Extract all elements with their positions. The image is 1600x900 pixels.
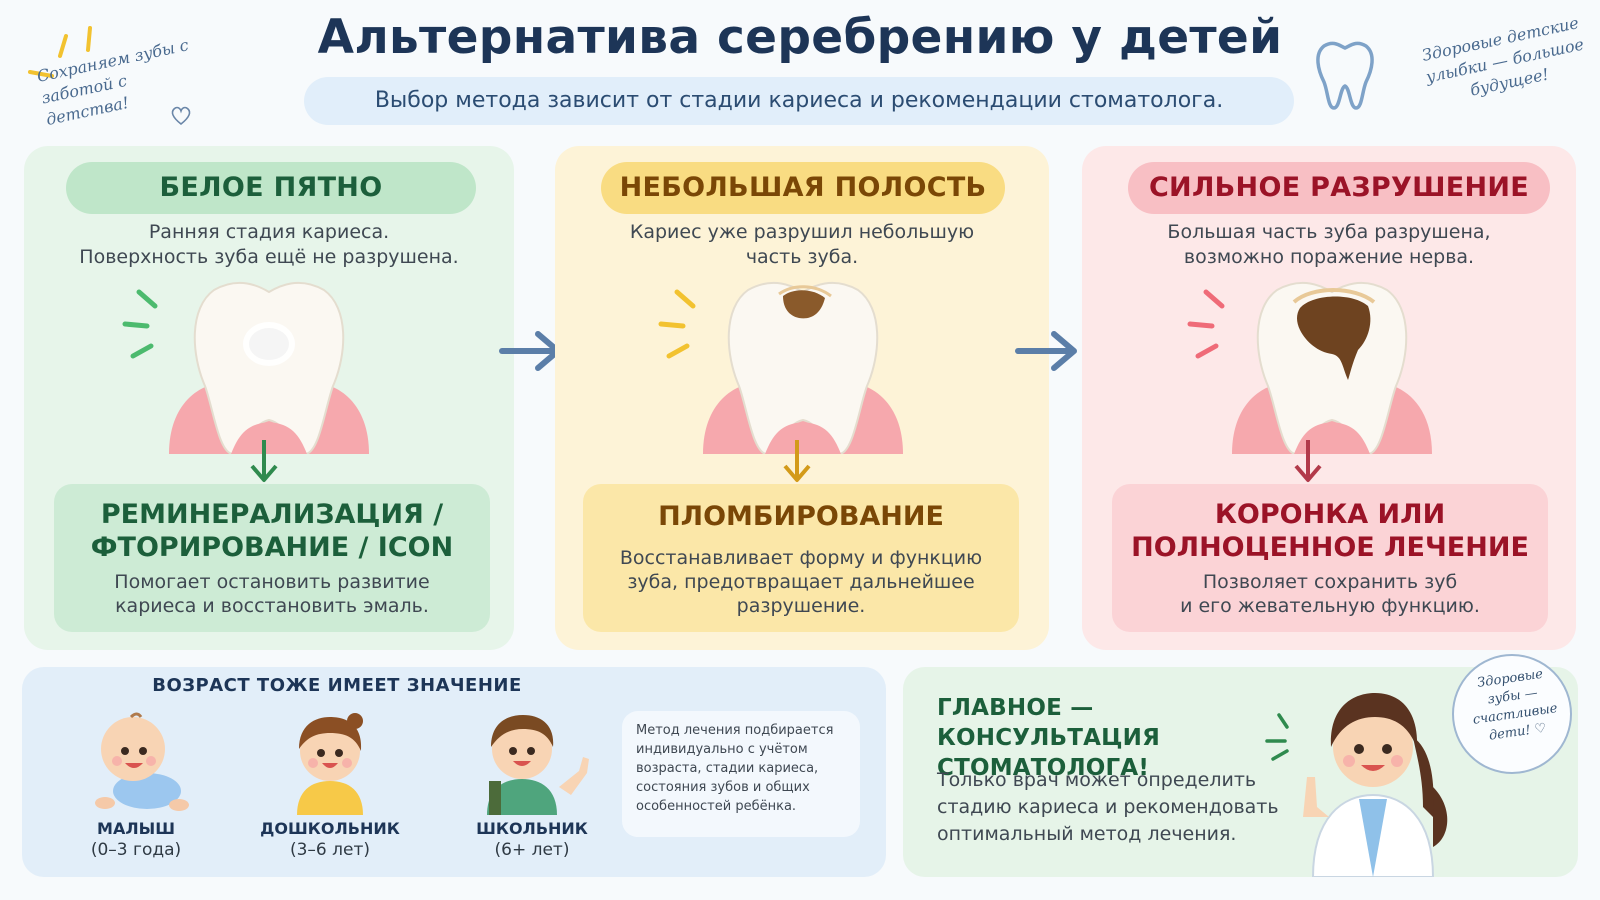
doctor-illustration <box>1303 693 1448 877</box>
kid-toddler: МАЛЫШ (0–3 года) <box>66 707 206 877</box>
kid-schoolchild: ШКОЛЬНИК (6+ лет) <box>462 707 602 877</box>
sparkle-icon <box>1265 713 1289 761</box>
age-title: ВОЗРАСТ ТОЖЕ ИМЕЕТ ЗНАЧЕНИЕ <box>152 675 522 696</box>
sparkle-icon <box>28 26 92 78</box>
kid-preschooler: ДОШКОЛЬНИК (3–6 лет) <box>260 707 400 877</box>
speech-bubble: Здоровые зубы — счастливые дети! ♡ <box>1452 654 1572 774</box>
bubble-text: Здоровые зубы — счастливые дети! ♡ <box>1471 666 1559 744</box>
tooth-small-cavity-icon <box>658 281 903 454</box>
kid-age: (3–6 лет) <box>289 840 371 860</box>
consult-title: ГЛАВНОЕ — КОНСУЛЬТАЦИЯ СТОМАТОЛОГА! <box>937 695 1161 781</box>
tooth-severe-damage-icon <box>1187 281 1432 454</box>
kid-name: МАЛЫШ <box>97 819 175 838</box>
treatment-description: Позволяет сохранить зуб и его жевательну… <box>1180 571 1480 617</box>
consult-panel: ГЛАВНОЕ — КОНСУЛЬТАЦИЯ СТОМАТОЛОГА! Толь… <box>903 667 1578 877</box>
stage-label: СИЛЬНОЕ РАЗРУШЕНИЕ <box>1128 162 1550 214</box>
page-subtitle: Выбор метода зависит от стадии кариеса и… <box>304 77 1294 125</box>
stage-label: БЕЛОЕ ПЯТНО <box>66 162 476 214</box>
age-panel: ВОЗРАСТ ТОЖЕ ИМЕЕТ ЗНАЧЕНИЕ МАЛЫШ (0–3 г… <box>22 667 886 877</box>
treatment-title: РЕМИНЕРАЛИЗАЦИЯ / ФТОРИРОВАНИЕ / ICON <box>90 499 454 563</box>
treatment-title: ПЛОМБИРОВАНИЕ <box>658 501 944 532</box>
stage-description: Большая часть зуба разрушена, возможно п… <box>1167 221 1491 268</box>
tooth-outline-icon <box>1316 41 1374 110</box>
tooth-white-spot-icon <box>122 281 369 454</box>
kid-age: (0–3 года) <box>90 840 182 860</box>
stage-description: Ранняя стадия кариеса. Поверхность зуба … <box>79 221 459 268</box>
stage-card-white-spot: БЕЛОЕ ПЯТНО Ранняя стадия кариеса. Повер… <box>24 146 514 650</box>
stage-card-small-cavity: НЕБОЛЬШАЯ ПОЛОСТЬ Кариес уже разрушил не… <box>555 146 1049 650</box>
kid-name: ДОШКОЛЬНИК <box>260 819 400 838</box>
arrow-down-icon <box>250 440 278 482</box>
schoolchild-icon <box>487 715 589 815</box>
treatment-crown: КОРОНКА ИЛИ ПОЛНОЦЕННОЕ ЛЕЧЕНИЕ Позволяе… <box>1112 484 1548 632</box>
arrow-down-icon <box>1294 440 1322 482</box>
arrow-down-icon <box>783 440 811 482</box>
arrow-right-icon <box>1015 331 1077 371</box>
kid-name: ШКОЛЬНИК <box>476 819 588 838</box>
treatment-filling: ПЛОМБИРОВАНИЕ Восстанавливает форму и фу… <box>583 484 1019 632</box>
baby-icon <box>95 712 189 811</box>
page-title: Альтернатива серебрению у детей <box>317 10 1283 65</box>
treatment-title: КОРОНКА ИЛИ ПОЛНОЦЕННОЕ ЛЕЧЕНИЕ <box>1131 499 1529 563</box>
age-note: Метод лечения подбирается индивидуально … <box>622 711 860 837</box>
treatment-description: Восстанавливает форму и функцию зуба, пр… <box>619 547 983 617</box>
heart-icon <box>171 106 191 126</box>
consult-text: Только врач может определить стадию кари… <box>937 769 1279 845</box>
preschooler-icon <box>297 713 363 815</box>
stage-card-severe-damage: СИЛЬНОЕ РАЗРУШЕНИЕ Большая часть зуба ра… <box>1082 146 1576 650</box>
stage-description: Кариес уже разрушил небольшую часть зуба… <box>629 221 975 268</box>
kid-age: (6+ лет) <box>494 840 570 860</box>
treatment-description: Помогает остановить развитие кариеса и в… <box>114 571 430 617</box>
stage-label: НЕБОЛЬШАЯ ПОЛОСТЬ <box>601 162 1005 214</box>
treatment-remineralization: РЕМИНЕРАЛИЗАЦИЯ / ФТОРИРОВАНИЕ / ICON По… <box>54 484 490 632</box>
